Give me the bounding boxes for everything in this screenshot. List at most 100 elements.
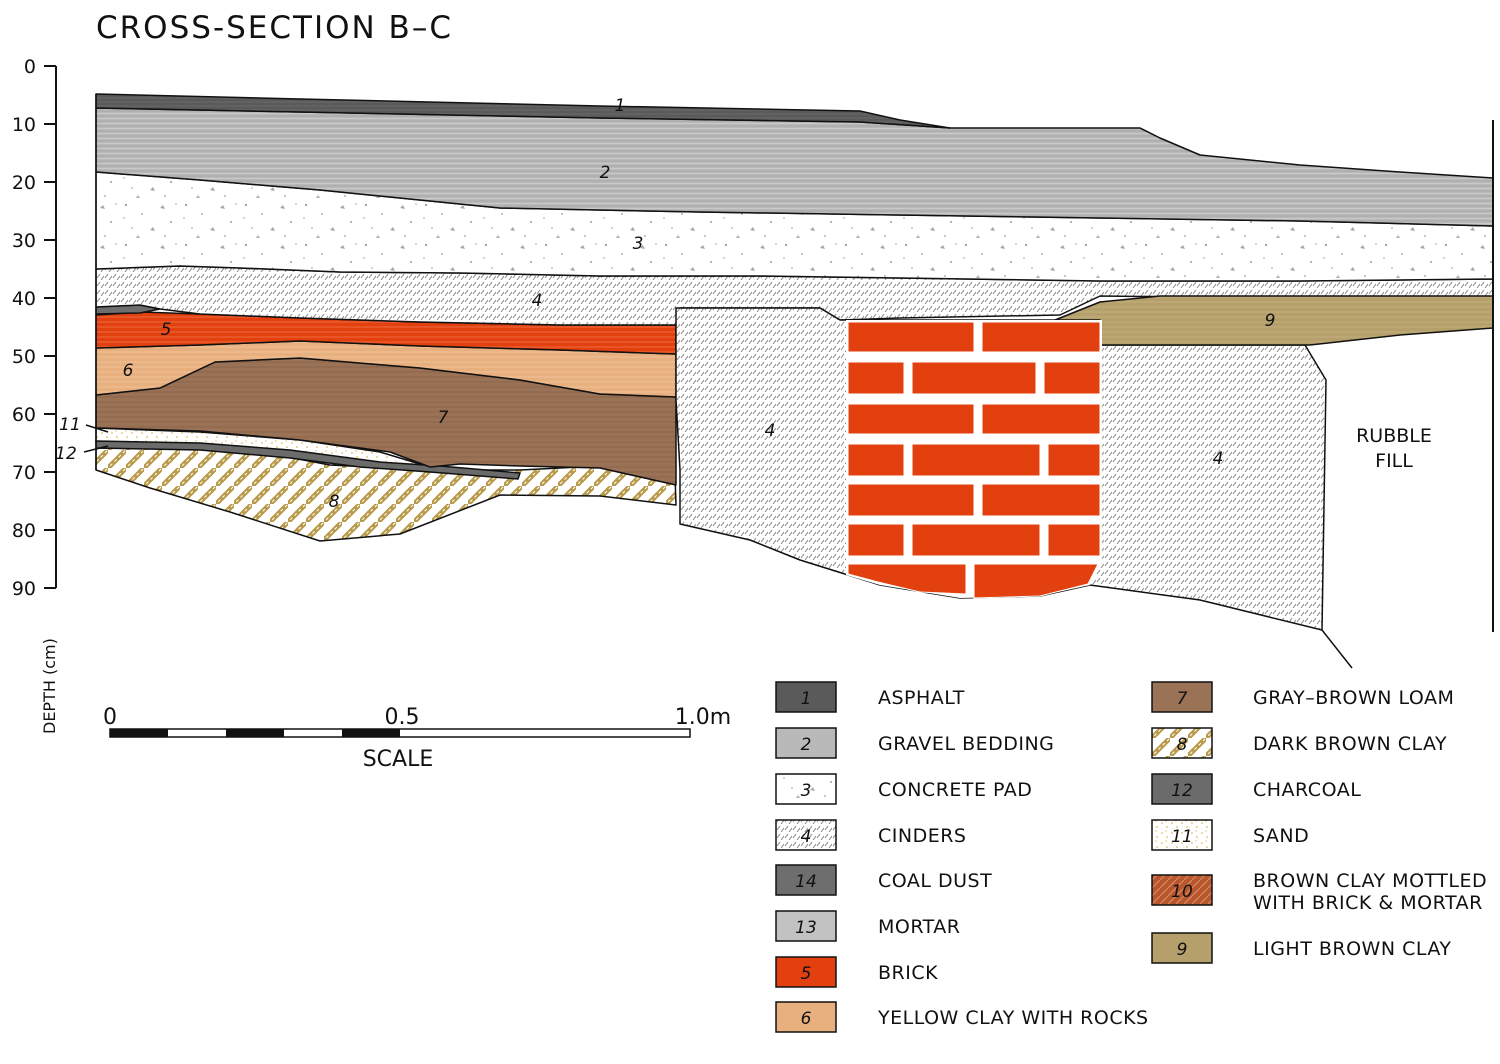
legend-label: BROWN CLAY MOTTLED: [1253, 870, 1487, 892]
scale-start-label: 0: [103, 705, 117, 730]
legend-label: MORTAR: [878, 916, 961, 938]
legend-number: 6: [801, 1009, 812, 1029]
depth-tick-label: 50: [12, 346, 36, 368]
legend-item: 4 CINDERS: [775, 819, 966, 851]
legend-item: 6 YELLOW CLAY WITH ROCKS: [775, 1001, 1149, 1033]
legend-label: WITH BRICK & MORTAR: [1253, 892, 1483, 914]
brick: [1043, 361, 1101, 395]
depth-axis-label: DEPTH (cm): [40, 638, 59, 734]
legend-swatch: [1151, 773, 1213, 805]
legend-label: CINDERS: [878, 825, 966, 847]
brick: [973, 563, 1099, 599]
legend-label: CHARCOAL: [1253, 779, 1361, 801]
brick: [847, 563, 967, 595]
depth-tick-label: 20: [12, 172, 36, 194]
scale-bar-segment: [110, 729, 168, 737]
legend-number: 3: [801, 781, 812, 801]
legend-swatch: [775, 1001, 837, 1033]
legend-label: SAND: [1253, 825, 1309, 847]
label-layer-7: 7: [438, 408, 449, 428]
brick: [847, 361, 905, 395]
brick: [847, 443, 905, 477]
label-layer-4-pit-right: 4: [1213, 449, 1224, 469]
legend-item: 2 GRAVEL BEDDING: [775, 727, 1054, 759]
legend-item: 9 LIGHT BROWN CLAY: [1151, 932, 1451, 964]
label-layer-12: 12: [55, 444, 77, 464]
depth-tick-label: 70: [12, 462, 36, 484]
brick: [981, 483, 1101, 517]
brick: [847, 523, 905, 557]
label-layer-11: 11: [59, 415, 81, 435]
legend-swatch: [775, 773, 837, 805]
depth-axis: 0 10 20 30 40 50 60 70 80 90 DEPTH (cm): [12, 56, 59, 734]
leader-lines: [83, 424, 109, 453]
scale-end-label: 1.0m: [675, 705, 731, 730]
legend-number: 2: [801, 735, 812, 755]
brick: [1047, 523, 1101, 557]
legend-number: 9: [1177, 940, 1188, 960]
depth-tick-label: 90: [12, 578, 36, 600]
legend-label: CONCRETE PAD: [878, 779, 1032, 801]
depth-tick-label: 80: [12, 520, 36, 542]
legend-swatch: [775, 681, 837, 713]
brick: [847, 483, 975, 517]
legend-item: 3 CONCRETE PAD: [775, 773, 1032, 805]
legend-number: 12: [1171, 781, 1193, 801]
legend: 1 ASPHALT 2 GRAVEL BEDDING 3 CONCRETE PA…: [775, 681, 1487, 1033]
pit-edge-line: [1321, 629, 1353, 669]
legend-number: 14: [795, 872, 817, 892]
legend-swatch: [775, 819, 837, 851]
legend-swatch: [775, 727, 837, 759]
layer-1-asphalt: [95, 93, 951, 129]
legend-swatch: [1151, 932, 1213, 964]
legend-item: 7 GRAY–BROWN LOAM: [1151, 681, 1454, 713]
legend-label: ASPHALT: [878, 687, 965, 709]
scale-mid-label: 0.5: [385, 705, 420, 730]
legend-number: 13: [795, 918, 817, 938]
depth-tick-label: 30: [12, 230, 36, 252]
brick: [847, 403, 975, 435]
label-layer-3: 3: [633, 234, 644, 254]
label-layer-4-pit-left: 4: [765, 421, 776, 441]
legend-item: 5 BRICK: [775, 956, 938, 988]
rubble-fill-label: RUBBLE: [1356, 425, 1432, 447]
legend-item: 8 DARK BROWN CLAY: [1151, 727, 1447, 759]
legend-label: GRAY–BROWN LOAM: [1253, 687, 1454, 709]
legend-item: 14 COAL DUST: [775, 864, 992, 896]
legend-item: 13 MORTAR: [775, 910, 961, 942]
depth-tick-label: 60: [12, 404, 36, 426]
brick: [911, 523, 1041, 557]
depth-tick-label: 40: [12, 288, 36, 310]
legend-swatch: [775, 956, 837, 988]
legend-number: 5: [801, 964, 812, 984]
label-layer-8: 8: [329, 492, 340, 512]
legend-label: COAL DUST: [878, 870, 992, 892]
brick: [847, 321, 975, 353]
brick: [981, 403, 1101, 435]
leader-line-12: [83, 445, 109, 453]
brick: [911, 443, 1041, 477]
label-layer-6: 6: [123, 361, 134, 381]
scale-bar: 0 0.5 1.0m SCALE: [103, 705, 731, 772]
legend-swatch: [775, 910, 837, 942]
label-layer-9: 9: [1265, 311, 1276, 331]
rubble-fill-label: FILL: [1375, 450, 1413, 472]
legend-item: 10 BROWN CLAY MOTTLED WITH BRICK & MORTA…: [1151, 870, 1487, 914]
label-layer-1: 1: [615, 96, 626, 116]
section-boundaries: [95, 94, 1494, 669]
brick-wall: [846, 320, 1102, 599]
legend-swatch: [1151, 874, 1213, 906]
legend-item: 1 ASPHALT: [775, 681, 965, 713]
legend-number: 11: [1171, 827, 1193, 847]
brick: [1047, 443, 1101, 477]
scale-bar-segment: [226, 729, 284, 737]
scale-bar-segment: [342, 729, 400, 737]
brick: [981, 321, 1101, 353]
legend-item: 11 SAND: [1151, 819, 1309, 851]
legend-label: GRAVEL BEDDING: [878, 733, 1054, 755]
legend-label: BRICK: [878, 962, 938, 984]
legend-swatch: [1151, 727, 1213, 759]
legend-number: 4: [801, 827, 812, 847]
legend-label: YELLOW CLAY WITH ROCKS: [877, 1007, 1149, 1029]
